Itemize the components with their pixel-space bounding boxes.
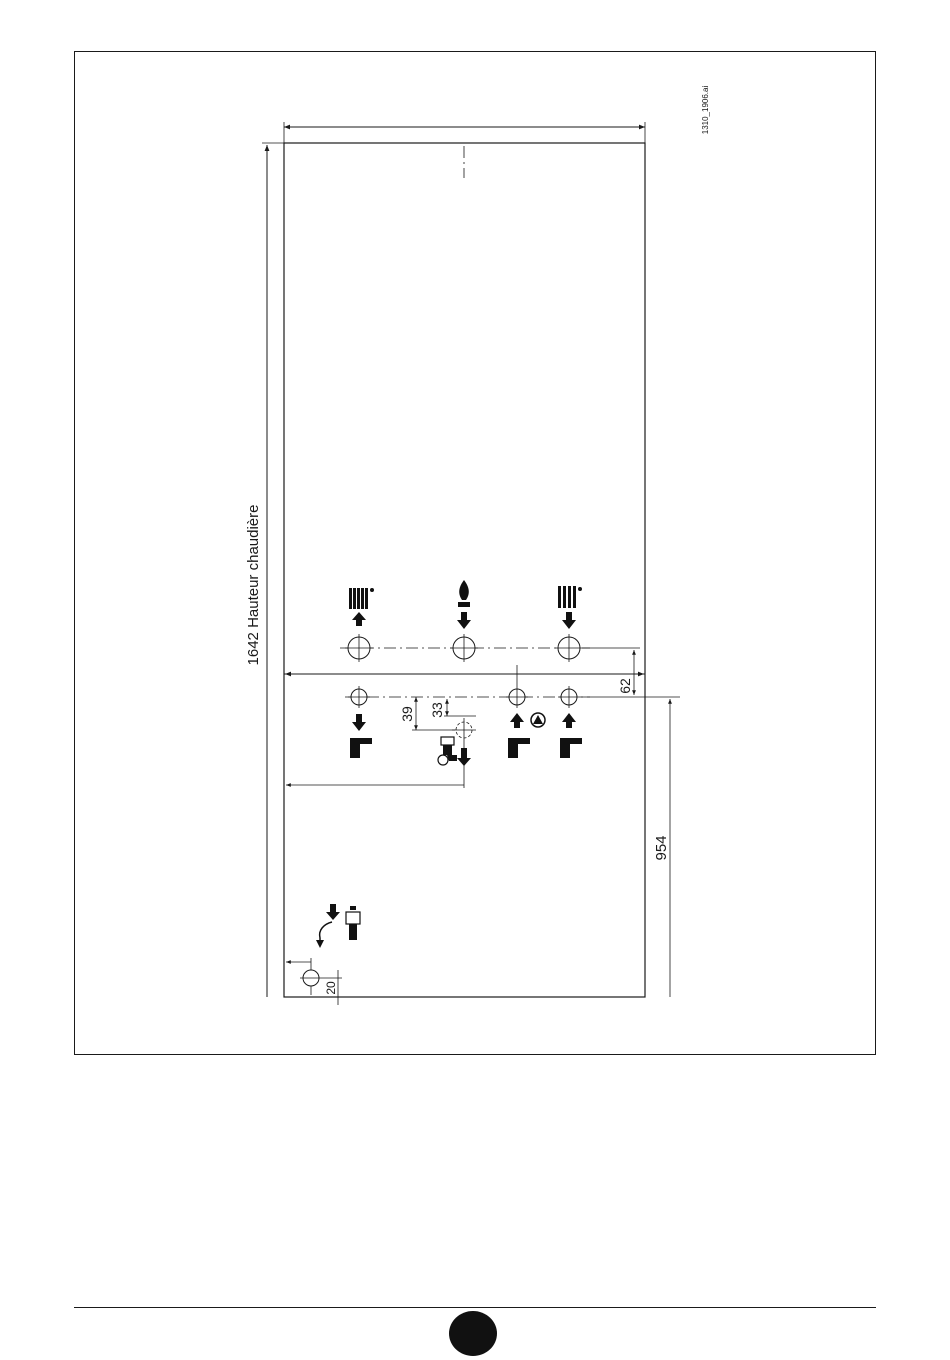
footer-rule: [74, 1307, 876, 1308]
dim-33-label: 33: [429, 702, 445, 718]
radiator-coil-icon: [349, 588, 374, 626]
dim-39-label: 39: [399, 706, 415, 722]
pump-icon: [531, 713, 545, 727]
file-reference: 1310_1906.ai: [701, 86, 710, 135]
safety-valve-icon: [438, 737, 471, 766]
dimension-20: 20: [286, 958, 342, 1005]
upper-connections: [340, 634, 590, 662]
tap-icon: [560, 713, 582, 758]
dimension-954: 954: [653, 699, 670, 997]
height-dimension: 1642 Hauteur chaudière: [245, 143, 284, 997]
page-number-badge: [449, 1311, 497, 1356]
dim-62-label: 62: [617, 678, 633, 694]
gas-flame-icon: [457, 580, 471, 629]
width-dimension: [284, 122, 645, 178]
boiler-outline: [284, 143, 645, 997]
radiator-icon: [558, 586, 582, 629]
dimension-39-33: 39 33: [399, 697, 476, 730]
dim-954-label: 954: [653, 835, 670, 860]
dim-20-label: 20: [324, 981, 338, 995]
drain-dimension: [286, 742, 464, 788]
height-label: 1642 Hauteur chaudière: [245, 505, 262, 666]
tap-icon: [350, 714, 372, 758]
tap-icon: [508, 713, 530, 758]
siphon-drain-icon: [316, 904, 360, 948]
lower-connections: [345, 665, 590, 742]
dimension-62: 62: [580, 648, 680, 697]
